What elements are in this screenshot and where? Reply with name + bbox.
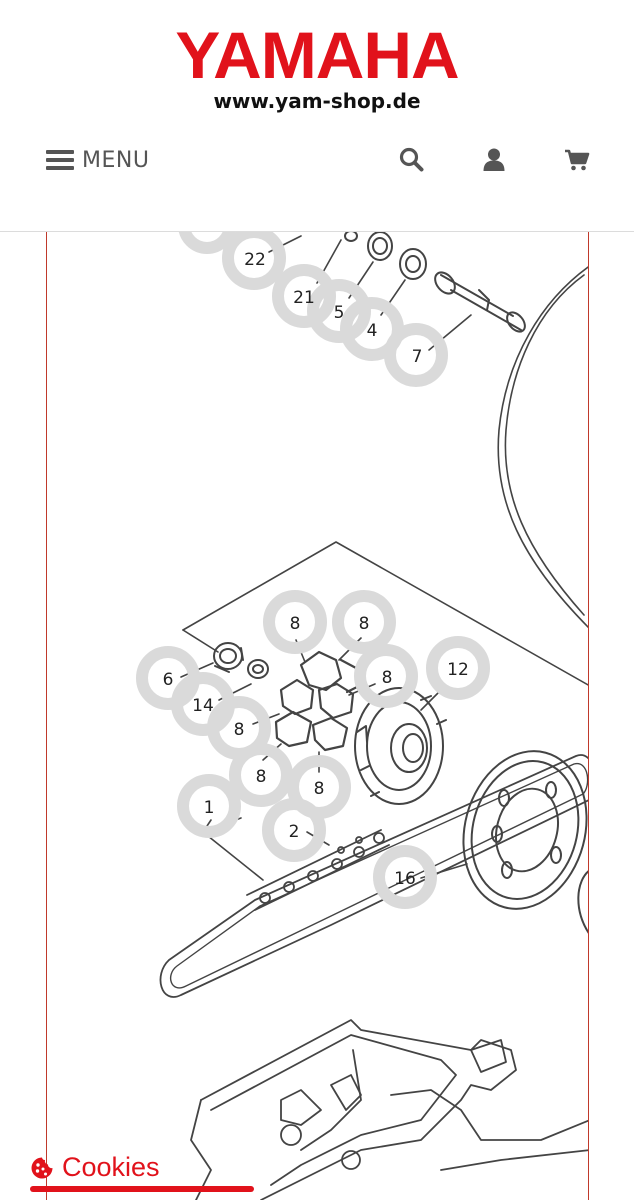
- user-icon[interactable]: [480, 146, 508, 174]
- callout-label[interactable]: 8: [256, 767, 267, 787]
- site-header: YAMAHA www.yam-shop.de MENU: [0, 0, 634, 232]
- callout-label[interactable]: 5: [334, 303, 345, 323]
- cookie-icon: [31, 1157, 53, 1179]
- callout-label[interactable]: 8: [234, 720, 245, 740]
- cookies-underline: [30, 1186, 254, 1192]
- search-icon[interactable]: [398, 146, 426, 174]
- callout-label[interactable]: 8: [382, 668, 393, 688]
- callout-label[interactable]: 8: [359, 614, 370, 634]
- callout-label[interactable]: 4: [367, 321, 378, 341]
- callout-label[interactable]: 1: [204, 798, 215, 818]
- menu-label: MENU: [82, 147, 150, 173]
- callout-label[interactable]: 8: [314, 779, 325, 799]
- menu-button[interactable]: MENU: [46, 144, 149, 176]
- callout-label[interactable]: 2: [289, 822, 300, 842]
- hamburger-icon: [46, 148, 74, 172]
- callout-label[interactable]: 21: [293, 288, 315, 308]
- callout-label[interactable]: 7: [412, 347, 423, 367]
- cookies-label: Cookies: [62, 1152, 160, 1182]
- brand-url: www.yam-shop.de: [213, 89, 421, 113]
- brand-name: YAMAHA: [175, 18, 459, 92]
- cart-icon[interactable]: [563, 146, 591, 174]
- callout-label[interactable]: 16: [394, 869, 416, 889]
- callout-label[interactable]: 12: [447, 660, 469, 680]
- parts-diagram: 22 21 5 4 7 8 8 6 12 8 14 8 8 8 1 2 16: [46, 232, 589, 1200]
- callout-label[interactable]: 8: [290, 614, 301, 634]
- callout-label[interactable]: 14: [192, 696, 214, 716]
- callout-label[interactable]: 22: [244, 250, 266, 270]
- callout-label[interactable]: 6: [163, 670, 174, 690]
- brand-logo[interactable]: YAMAHA www.yam-shop.de: [0, 22, 634, 114]
